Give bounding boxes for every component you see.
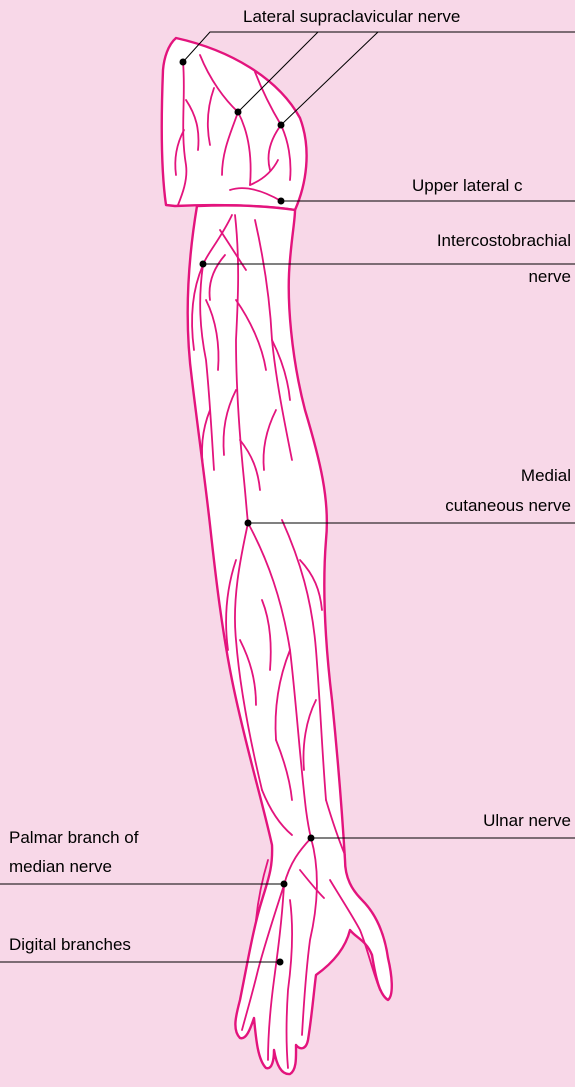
dot-lateral-supraclavicular-3 — [278, 122, 285, 129]
dot-ulnar — [308, 835, 315, 842]
arm-outline — [162, 38, 392, 1074]
dot-digital-branches — [277, 959, 284, 966]
label-ulnar: Ulnar nerve — [483, 811, 571, 830]
label-upper-lateral-cutaneous: Upper lateral c — [412, 176, 523, 195]
label-medial-cutaneous-line1: Medial — [521, 466, 571, 485]
label-intercostobrachial-line2: nerve — [528, 267, 571, 286]
label-lateral-supraclavicular: Lateral supraclavicular nerve — [243, 7, 460, 26]
label-intercostobrachial-line1: Intercostobrachial — [437, 231, 571, 250]
dot-intercostobrachial — [200, 261, 207, 268]
label-medial-cutaneous-line2: cutaneous nerve — [445, 496, 571, 515]
dot-upper-lateral-cutaneous — [278, 198, 285, 205]
dot-medial-cutaneous — [245, 520, 252, 527]
dot-lateral-supraclavicular-2 — [235, 109, 242, 116]
leader-lateral-supraclavicular — [183, 32, 575, 62]
leader-lateral-supraclavicular-3 — [281, 32, 378, 125]
dot-lateral-supraclavicular-1 — [180, 59, 187, 66]
label-palmar-branch-line1: Palmar branch of — [9, 828, 139, 847]
dot-palmar-branch — [281, 881, 288, 888]
label-digital-branches: Digital branches — [9, 935, 131, 954]
label-palmar-branch-line2: median nerve — [9, 857, 112, 876]
arm-outline-shape — [188, 205, 392, 1074]
